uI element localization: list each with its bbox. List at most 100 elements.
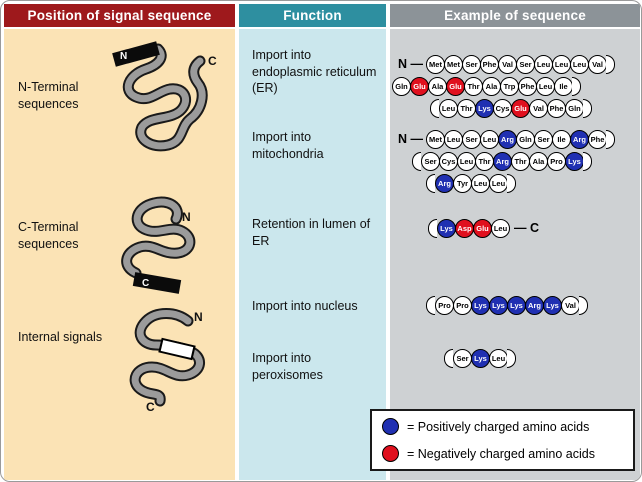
amino-acid-leu: Leu — [480, 129, 499, 149]
amino-acid-val: Val — [588, 54, 607, 74]
function-peroxisomes: Import into peroxisomes — [252, 351, 323, 382]
amino-acid-lys: Lys — [543, 295, 562, 315]
amino-acid-lys: Lys — [471, 348, 490, 368]
amino-acid-gln: Gln — [392, 76, 411, 96]
c-terminus-letter: C — [142, 278, 149, 289]
amino-acid-lys: Lys — [565, 151, 584, 171]
amino-acid-phe: Phe — [518, 76, 537, 96]
amino-acid-pro: Pro — [453, 295, 472, 315]
internal-signal-protein-squiggle: N C — [129, 308, 205, 414]
amino-acid-glu: Glu — [446, 76, 465, 96]
position-column: Position of signal sequence N-Terminal s… — [4, 4, 235, 480]
amino-acid-leu: Leu — [534, 54, 553, 74]
amino-acid-leu: Leu — [570, 54, 589, 74]
chain-continues-icon — [583, 151, 592, 171]
amino-acid-pro: Pro — [435, 295, 454, 315]
positive-charge-icon — [382, 418, 399, 435]
signal-sequence-box — [112, 41, 160, 67]
function-nucleus: Import into nucleus — [252, 299, 358, 313]
amino-acid-met: Met — [426, 129, 445, 149]
amino-acid-thr: Thr — [511, 151, 530, 171]
n-terminus-label: N — — [398, 57, 423, 71]
c-terminal-protein-squiggle: C N — [121, 196, 196, 294]
chain-continues-icon — [583, 98, 592, 118]
charge-legend: = Positively charged amino acids = Negat… — [370, 409, 635, 471]
chain-continues-icon — [426, 173, 435, 193]
function-column-body: Import into endoplasmic reticulum (ER) I… — [239, 29, 386, 480]
amino-acid-ile: Ile — [554, 76, 573, 96]
amino-acid-leu: Leu — [552, 54, 571, 74]
c-terminus-letter: C — [208, 54, 217, 68]
function-er-retention: Retention in lumen of ER — [252, 217, 371, 248]
amino-acid-arg: Arg — [435, 173, 454, 193]
amino-acid-arg: Arg — [498, 129, 517, 149]
amino-acid-ser: Ser — [462, 129, 481, 149]
amino-acid-leu: Leu — [471, 173, 490, 193]
amino-acid-ser: Ser — [462, 54, 481, 74]
amino-acid-leu: Leu — [439, 98, 458, 118]
amino-acid-cys: Cys — [439, 151, 458, 171]
position-column-header: Position of signal sequence — [4, 4, 235, 27]
amino-acid-ala: Ala — [428, 76, 447, 96]
amino-acid-tyr: Tyr — [453, 173, 472, 193]
legend-positive-label: = Positively charged amino acids — [407, 419, 590, 434]
legend-item-positive: = Positively charged amino acids — [382, 418, 623, 435]
amino-acid-ala: Ala — [529, 151, 548, 171]
function-mitochondria: Import into mitochondria — [252, 130, 324, 161]
chain-continues-icon — [428, 218, 437, 238]
c-terminus-label: — C — [514, 221, 539, 235]
amino-acid-ser: Ser — [516, 54, 535, 74]
n-terminus-letter: N — [194, 310, 203, 324]
legend-item-negative: = Negatively charged amino acids — [382, 445, 623, 462]
chain-continues-icon — [579, 295, 588, 315]
amino-acid-gln: Gln — [516, 129, 535, 149]
amino-acid-met: Met — [426, 54, 445, 74]
n-terminus-letter: N — [182, 210, 191, 224]
amino-acid-trp: Trp — [500, 76, 519, 96]
amino-acid-glu: Glu — [410, 76, 429, 96]
function-column-header: Function — [239, 4, 386, 27]
amino-acid-leu: Leu — [489, 173, 508, 193]
amino-acid-lys: Lys — [475, 98, 494, 118]
internal-signal-box — [160, 340, 194, 358]
amino-acid-arg: Arg — [570, 129, 589, 149]
amino-acid-leu: Leu — [489, 348, 508, 368]
chain-continues-icon — [507, 173, 516, 193]
example-column-header: Example of sequence — [390, 4, 640, 27]
chain-continues-icon — [430, 98, 439, 118]
function-er-import: Import into endoplasmic reticulum (ER) — [252, 48, 377, 95]
n-terminal-label: N-Terminal sequences — [18, 80, 79, 111]
n-terminal-protein-squiggle: N C — [112, 41, 217, 152]
chain-continues-icon — [507, 348, 516, 368]
amino-acid-lys: Lys — [507, 295, 526, 315]
chain-continues-icon — [444, 348, 453, 368]
amino-acid-met: Met — [444, 54, 463, 74]
amino-acid-val: Val — [498, 54, 517, 74]
amino-acid-ser: Ser — [453, 348, 472, 368]
chain-continues-icon — [572, 76, 581, 96]
amino-acid-ile: Ile — [552, 129, 571, 149]
amino-acid-ser: Ser — [534, 129, 553, 149]
amino-acid-phe: Phe — [588, 129, 607, 149]
amino-acid-thr: Thr — [464, 76, 483, 96]
chain-continues-icon — [606, 129, 615, 149]
amino-acid-phe: Phe — [480, 54, 499, 74]
amino-acid-ser: Ser — [421, 151, 440, 171]
chain-continues-icon — [412, 151, 421, 171]
amino-acid-lys: Lys — [471, 295, 490, 315]
function-column: Function Import into endoplasmic reticul… — [239, 4, 386, 480]
amino-acid-leu: Leu — [457, 151, 476, 171]
amino-acid-asp: Asp — [455, 218, 474, 238]
amino-acid-leu: Leu — [444, 129, 463, 149]
amino-acid-val: Val — [529, 98, 548, 118]
